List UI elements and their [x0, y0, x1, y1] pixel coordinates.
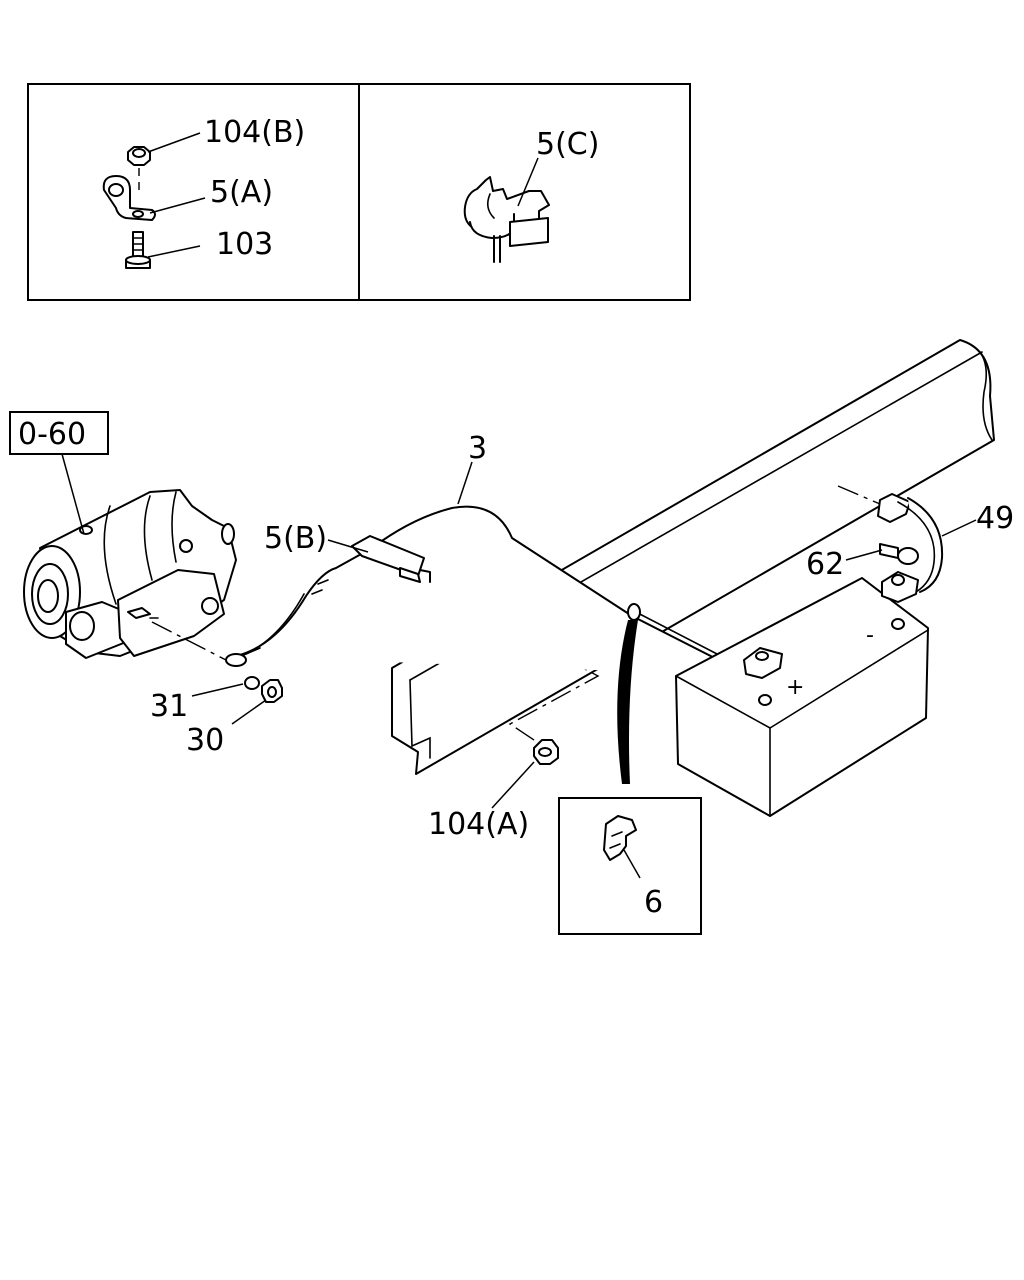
detail-box-grommet: [558, 797, 702, 935]
bolt-103-shape: [125, 231, 151, 269]
callout-5a: 5(A): [210, 175, 273, 210]
callout-5b: 5(B): [264, 521, 327, 556]
callout-3: 3: [468, 431, 487, 466]
nut-104b-shape: [127, 146, 151, 166]
bracket-5b-shape: [327, 535, 431, 583]
clip-5c-shape: [463, 176, 550, 263]
washer-31-shape: [191, 676, 260, 697]
callout-49: 49: [976, 501, 1014, 536]
reference-box: [9, 411, 109, 535]
centerline-bracket: [423, 583, 600, 745]
bracket-5a-shape: [102, 175, 156, 221]
grommet-on-cable: [617, 603, 641, 784]
nut-104a-shape: [491, 739, 559, 809]
battery-positive: +: [786, 675, 804, 700]
callout-31: 31: [150, 689, 188, 724]
bolt-62-shape: [845, 543, 919, 565]
inset-c-parts: [463, 157, 550, 263]
callout-103: 103: [216, 227, 273, 262]
centerline-starter: [151, 621, 227, 661]
callout-5c: 5(C): [536, 127, 599, 162]
nut-30-shape: [231, 679, 283, 725]
inset-a-parts: [102, 132, 206, 269]
starter-motor: [23, 489, 237, 659]
ground-cable-49-shape: [877, 493, 977, 603]
callout-104a: 104(A): [428, 807, 529, 842]
callout-6: 6: [644, 885, 663, 920]
battery-negative: -: [866, 623, 874, 648]
inset-frame: [27, 83, 691, 301]
battery-hidden-edge: [675, 577, 929, 677]
reference-box-label: 0-60: [18, 417, 86, 452]
centerline-ground: [837, 485, 881, 505]
callout-30: 30: [186, 723, 224, 758]
callout-104b: 104(B): [204, 115, 305, 150]
callout-62: 62: [806, 547, 844, 582]
